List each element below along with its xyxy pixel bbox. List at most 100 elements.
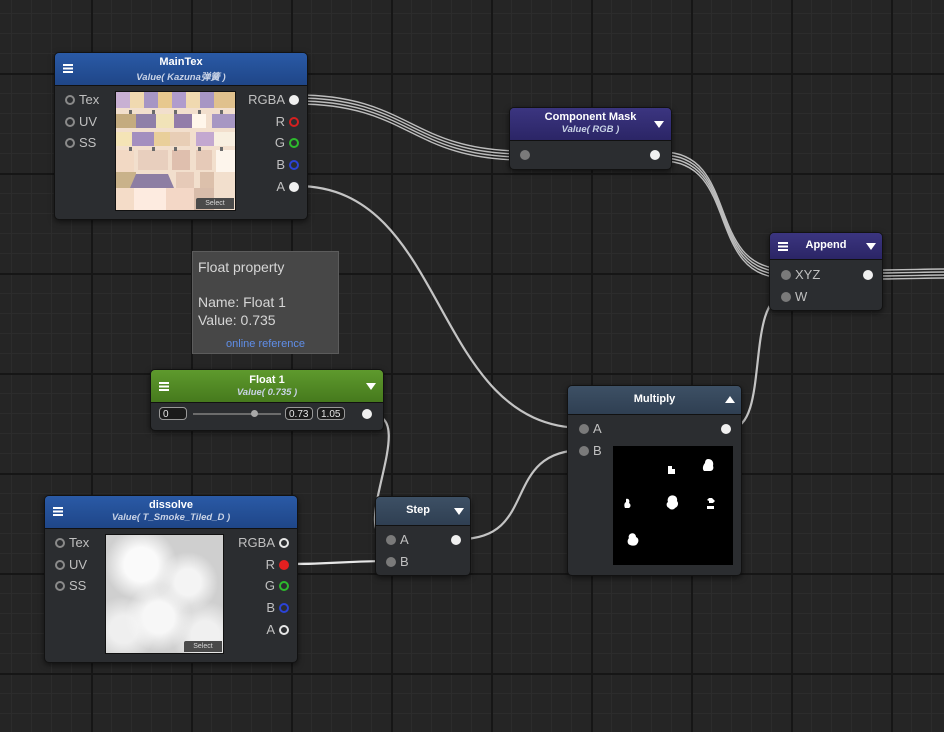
port-dot[interactable] [781, 270, 791, 280]
port-dot[interactable] [289, 182, 299, 192]
menu-icon[interactable] [53, 507, 63, 516]
max-value-field[interactable]: 1.05 [317, 407, 345, 420]
port-dot[interactable] [289, 95, 299, 105]
port-dot[interactable] [279, 603, 289, 613]
port-dot[interactable] [65, 95, 75, 105]
port-dot[interactable] [863, 270, 873, 280]
port-dot[interactable] [520, 150, 530, 160]
port-label: Tex [79, 92, 100, 107]
multiply-header[interactable]: Multiply [568, 386, 741, 415]
port-label: XYZ [795, 267, 821, 282]
port-label: SS [79, 135, 97, 150]
port-label: B [593, 443, 602, 458]
port-label: B [400, 554, 409, 569]
output-port-a[interactable]: A [245, 180, 301, 194]
port-dot[interactable] [55, 560, 65, 570]
node-title: dissolve [148, 499, 194, 511]
collapse-arrow-icon[interactable] [366, 383, 376, 390]
port-label: B [276, 157, 285, 172]
port-dot[interactable] [65, 117, 75, 127]
port-label: B [266, 600, 275, 615]
node-subtitle: Value( T_Smoke_Tiled_D ) [111, 512, 231, 523]
multiply-preview [613, 446, 733, 565]
mask-preview-image [624, 459, 715, 546]
output-port-g[interactable]: G [235, 579, 291, 593]
dissolve-node[interactable]: dissolve Value( T_Smoke_Tiled_D ) Tex UV… [44, 495, 298, 663]
port-dot[interactable] [55, 538, 65, 548]
port-label: A [266, 622, 275, 637]
tooltip-name: Name: Float 1 [198, 294, 286, 310]
port-dot[interactable] [451, 535, 461, 545]
maintex-node[interactable]: MainTex Value( Kazuna弹簧 ) Tex UV SS [54, 52, 308, 220]
node-subtitle: Value( RGB ) [561, 124, 620, 135]
float-slider-row: 0 0.73 1.05 [151, 403, 383, 425]
dissolve-texture-preview[interactable]: Select [105, 534, 224, 654]
node-subtitle: Value( Kazuna弹簧 ) [136, 72, 226, 83]
dissolve-header[interactable]: dissolve Value( T_Smoke_Tiled_D ) [45, 496, 297, 529]
port-dot[interactable] [289, 138, 299, 148]
value-field[interactable]: 0.73 [285, 407, 313, 420]
port-dot[interactable] [721, 424, 731, 434]
output-port-b[interactable]: B [245, 158, 301, 172]
output-port-g[interactable]: G [245, 136, 301, 150]
port-dot[interactable] [279, 581, 289, 591]
float1-header[interactable]: Float 1 Value( 0.735 ) [151, 370, 383, 403]
tooltip-heading: Float property [198, 259, 285, 275]
output-port-r[interactable]: R [245, 115, 301, 129]
min-value-field[interactable]: 0 [159, 407, 187, 420]
port-dot[interactable] [289, 160, 299, 170]
port-dot[interactable] [650, 150, 660, 160]
node-title: Append [805, 239, 847, 251]
port-dot[interactable] [386, 557, 396, 567]
step-header[interactable]: Step [376, 497, 470, 526]
maintex-header[interactable]: MainTex Value( Kazuna弹簧 ) [55, 53, 307, 86]
port-label: Tex [69, 535, 90, 550]
output-port-r[interactable]: R [235, 558, 291, 572]
port-dot[interactable] [279, 538, 289, 548]
slider-thumb[interactable] [251, 410, 259, 417]
output-port-a[interactable]: A [235, 623, 291, 637]
value-slider[interactable] [193, 410, 281, 417]
node-title: Float 1 [249, 374, 285, 386]
output-port-dot[interactable] [362, 409, 372, 419]
port-label: R [265, 557, 275, 572]
online-reference-link[interactable]: online reference [226, 338, 305, 350]
port-dot[interactable] [289, 117, 299, 127]
port-label: R [275, 114, 285, 129]
output-port-rgba[interactable]: RGBA [245, 93, 301, 107]
port-dot[interactable] [279, 560, 289, 570]
multiply-node[interactable]: Multiply A B [567, 385, 742, 576]
port-dot[interactable] [55, 581, 65, 591]
port-label: UV [79, 114, 98, 129]
collapse-arrow-icon[interactable] [654, 121, 664, 128]
append-header[interactable]: Append [770, 233, 882, 260]
port-dot[interactable] [781, 292, 791, 302]
maintex-texture-preview[interactable]: Select [115, 91, 236, 211]
port-dot[interactable] [65, 138, 75, 148]
port-dot[interactable] [579, 424, 589, 434]
node-title: Component Mask [544, 111, 637, 123]
float1-node[interactable]: Float 1 Value( 0.735 ) 0 0.73 1.05 [150, 369, 384, 431]
port-dot[interactable] [279, 625, 289, 635]
collapse-arrow-icon[interactable] [866, 243, 876, 250]
port-label: G [264, 578, 275, 593]
port-label: RGBA [238, 535, 275, 550]
expand-arrow-icon[interactable] [725, 396, 735, 403]
port-label: RGBA [248, 92, 285, 107]
port-dot[interactable] [579, 446, 589, 456]
output-port-b[interactable]: B [235, 601, 291, 615]
component-mask-header[interactable]: Component Mask Value( RGB ) [510, 108, 671, 141]
port-label: A [400, 532, 409, 547]
output-port-rgba[interactable]: RGBA [235, 536, 291, 550]
select-button[interactable]: Select [184, 641, 222, 652]
collapse-arrow-icon[interactable] [454, 508, 464, 515]
port-dot[interactable] [386, 535, 396, 545]
step-node[interactable]: Step A B [375, 496, 471, 576]
append-node[interactable]: Append XYZ W [769, 232, 883, 311]
menu-icon[interactable] [63, 64, 73, 73]
node-title: Multiply [633, 393, 676, 405]
select-button[interactable]: Select [196, 198, 234, 209]
menu-icon[interactable] [159, 382, 169, 391]
port-label: A [593, 421, 602, 436]
component-mask-node[interactable]: Component Mask Value( RGB ) [509, 107, 672, 170]
